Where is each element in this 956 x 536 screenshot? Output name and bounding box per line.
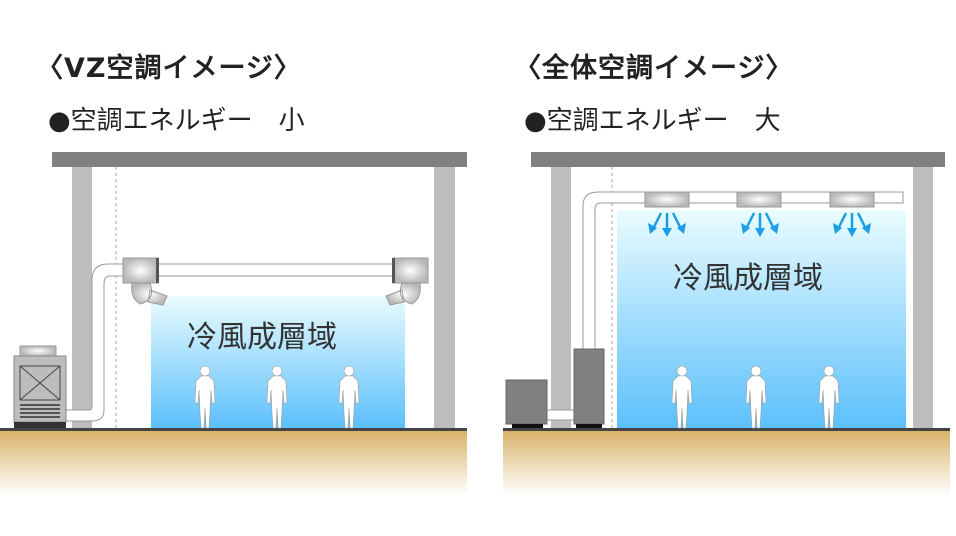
pipe	[546, 409, 575, 421]
right-zone-label: 冷風成層域	[673, 261, 823, 296]
outdoor-unit	[505, 379, 548, 425]
indoor-unit	[573, 348, 605, 425]
duct	[582, 191, 904, 350]
nozzle	[131, 282, 168, 306]
pillar	[72, 167, 92, 428]
right-energy-label: ●空調エネルギー 大	[524, 106, 781, 136]
vz-unit	[122, 257, 159, 284]
pillar	[434, 167, 455, 428]
left-energy-label: ●空調エネルギー 小	[48, 106, 305, 136]
diffuser	[829, 191, 875, 208]
left-zone-label: 冷風成層域	[187, 320, 337, 355]
right-building	[503, 152, 950, 495]
duct	[157, 263, 395, 277]
pillar	[551, 167, 571, 428]
outdoor-unit	[13, 345, 67, 428]
left-title: 〈VZ空調イメージ〉	[36, 53, 302, 84]
left-building	[0, 152, 467, 495]
right-title: 〈全体空調イメージ〉	[514, 53, 794, 84]
floor	[0, 431, 467, 495]
roof	[531, 152, 945, 167]
pillar	[913, 167, 933, 428]
floor	[503, 431, 950, 495]
diffuser	[736, 191, 782, 208]
vz-unit	[392, 257, 429, 284]
roof	[52, 152, 467, 167]
nozzle	[385, 282, 421, 306]
diffuser	[644, 191, 690, 208]
